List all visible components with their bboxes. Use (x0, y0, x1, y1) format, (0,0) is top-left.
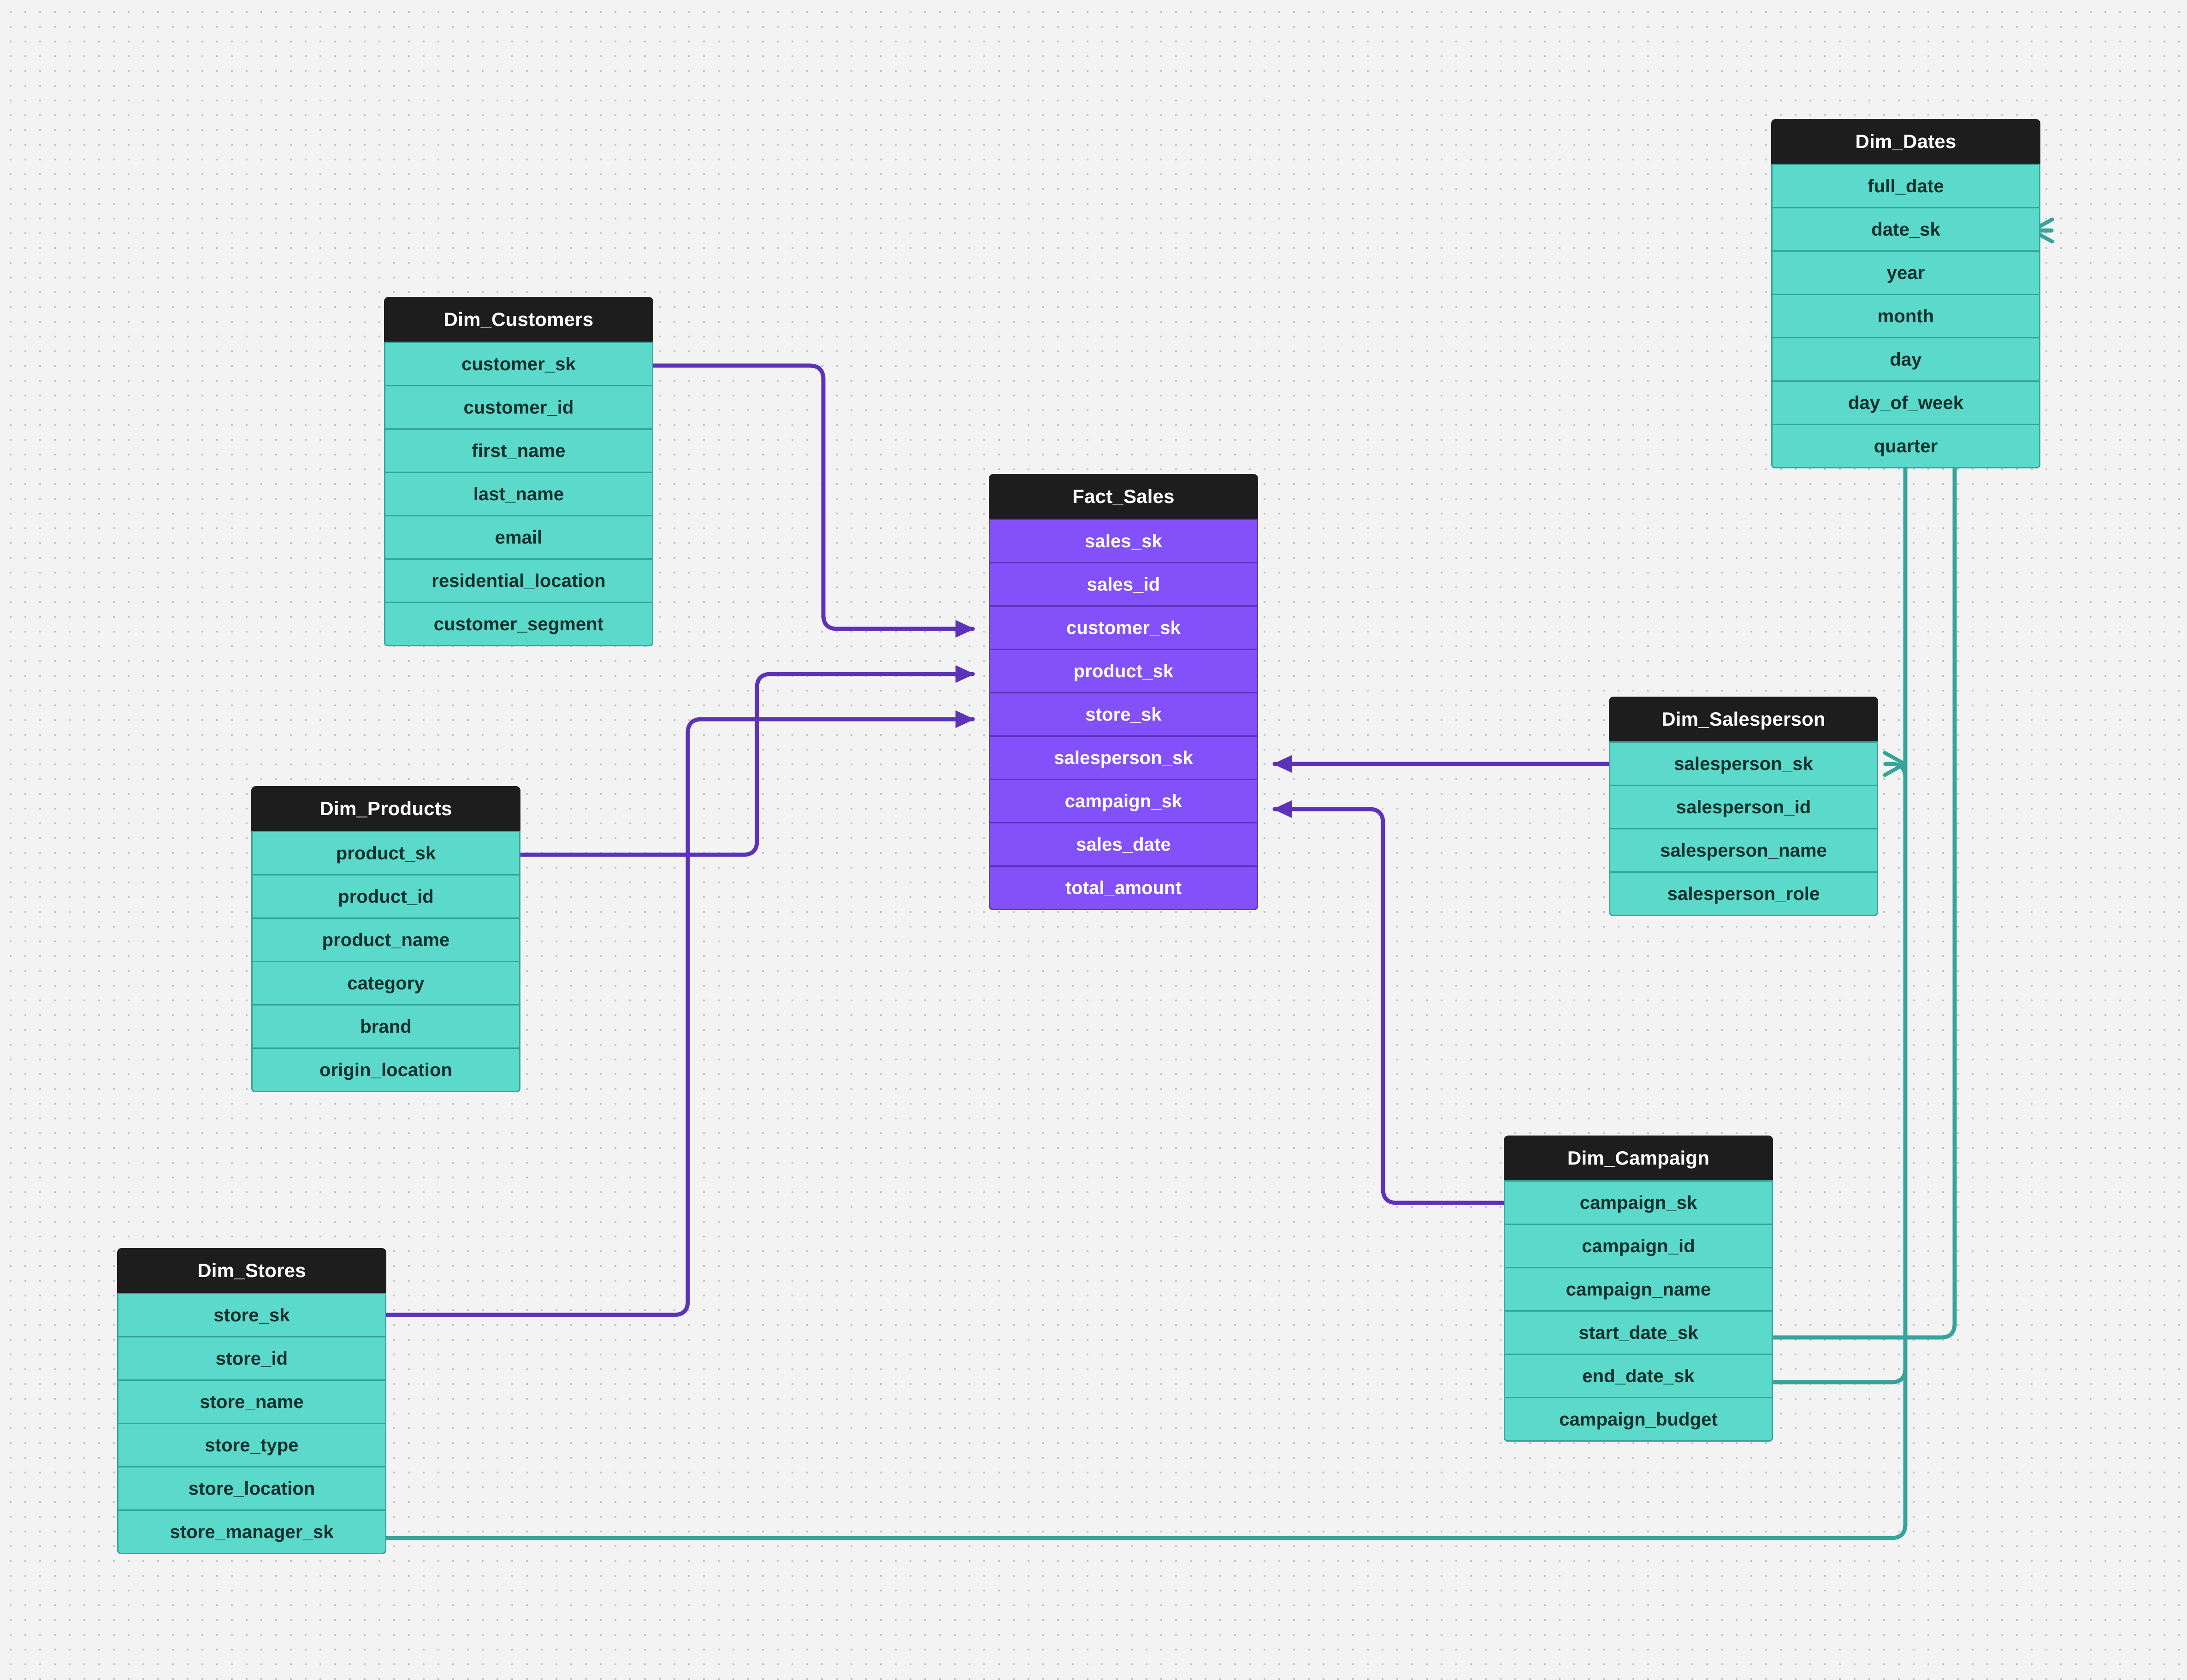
field-row-dim_salesperson-salesperson_id[interactable]: salesperson_id (1609, 785, 1878, 829)
field-row-dim_dates-quarter[interactable]: quarter (1771, 424, 2040, 468)
field-row-dim_campaign-campaign_id[interactable]: campaign_id (1504, 1224, 1773, 1268)
field-row-dim_customers-last_name[interactable]: last_name (384, 472, 653, 516)
entity-title-dim_stores: Dim_Stores (117, 1248, 386, 1293)
field-row-dim_dates-day[interactable]: day (1771, 337, 2040, 382)
field-row-dim_campaign-campaign_budget[interactable]: campaign_budget (1504, 1397, 1773, 1442)
entity-title-dim_campaign: Dim_Campaign (1504, 1136, 1773, 1180)
field-row-dim_products-product_name[interactable]: product_name (251, 917, 520, 962)
field-row-dim_customers-customer_segment[interactable]: customer_segment (384, 602, 653, 646)
field-row-dim_salesperson-salesperson_name[interactable]: salesperson_name (1609, 828, 1878, 873)
field-row-fact_sales-customer_sk[interactable]: customer_sk (989, 605, 1258, 650)
relationship-edge-rel-customer[interactable] (651, 363, 975, 638)
field-row-dim_stores-store_location[interactable]: store_location (117, 1466, 386, 1511)
relationship-edge-rel-campaign[interactable] (1272, 800, 1506, 1205)
field-row-dim_customers-residential_location[interactable]: residential_location (384, 558, 653, 603)
field-row-dim_customers-email[interactable]: email (384, 515, 653, 560)
field-row-dim_dates-year[interactable]: year (1771, 250, 2040, 295)
field-row-dim_campaign-start_date_sk[interactable]: start_date_sk (1504, 1310, 1773, 1355)
field-row-fact_sales-product_sk[interactable]: product_sk (989, 649, 1258, 693)
entity-title-fact_sales: Fact_Sales (989, 474, 1258, 519)
field-row-dim_dates-full_date[interactable]: full_date (1771, 164, 2040, 208)
field-row-dim_campaign-end_date_sk[interactable]: end_date_sk (1504, 1354, 1773, 1398)
field-row-dim_stores-store_name[interactable]: store_name (117, 1379, 386, 1424)
field-row-dim_customers-first_name[interactable]: first_name (384, 428, 653, 473)
field-row-fact_sales-sales_sk[interactable]: sales_sk (989, 519, 1258, 563)
field-row-fact_sales-salesperson_sk[interactable]: salesperson_sk (989, 735, 1258, 780)
field-row-dim_dates-date_sk[interactable]: date_sk (1771, 207, 2040, 252)
field-row-dim_products-product_sk[interactable]: product_sk (251, 831, 520, 875)
field-row-dim_products-origin_location[interactable]: origin_location (251, 1047, 520, 1092)
field-row-fact_sales-campaign_sk[interactable]: campaign_sk (989, 779, 1258, 823)
field-row-dim_products-brand[interactable]: brand (251, 1004, 520, 1049)
entity-title-dim_salesperson: Dim_Salesperson (1609, 697, 1878, 741)
field-row-dim_stores-store_manager_sk[interactable]: store_manager_sk (117, 1509, 386, 1554)
field-row-dim_dates-day_of_week[interactable]: day_of_week (1771, 380, 2040, 425)
field-row-dim_dates-month[interactable]: month (1771, 294, 2040, 338)
relationship-edge-rel-product[interactable] (518, 665, 975, 857)
field-row-dim_salesperson-salesperson_sk[interactable]: salesperson_sk (1609, 741, 1878, 786)
field-row-fact_sales-store_sk[interactable]: store_sk (989, 692, 1258, 737)
entity-title-dim_customers: Dim_Customers (384, 297, 653, 342)
field-row-dim_salesperson-salesperson_role[interactable]: salesperson_role (1609, 871, 1878, 916)
field-row-fact_sales-sales_date[interactable]: sales_date (989, 822, 1258, 867)
field-row-dim_customers-customer_sk[interactable]: customer_sk (384, 342, 653, 386)
field-row-dim_campaign-campaign_name[interactable]: campaign_name (1504, 1267, 1773, 1312)
entity-title-dim_dates: Dim_Dates (1771, 119, 2040, 164)
field-row-dim_campaign-campaign_sk[interactable]: campaign_sk (1504, 1180, 1773, 1225)
field-row-dim_products-category[interactable]: category (251, 961, 520, 1006)
field-row-dim_customers-customer_id[interactable]: customer_id (384, 385, 653, 430)
field-row-dim_stores-store_sk[interactable]: store_sk (117, 1293, 386, 1337)
field-row-dim_stores-store_id[interactable]: store_id (117, 1336, 386, 1381)
entity-title-dim_products: Dim_Products (251, 786, 520, 831)
field-row-fact_sales-sales_id[interactable]: sales_id (989, 562, 1258, 607)
field-row-fact_sales-total_amount[interactable]: total_amount (989, 865, 1258, 910)
field-row-dim_products-product_id[interactable]: product_id (251, 874, 520, 919)
field-row-dim_stores-store_type[interactable]: store_type (117, 1423, 386, 1467)
